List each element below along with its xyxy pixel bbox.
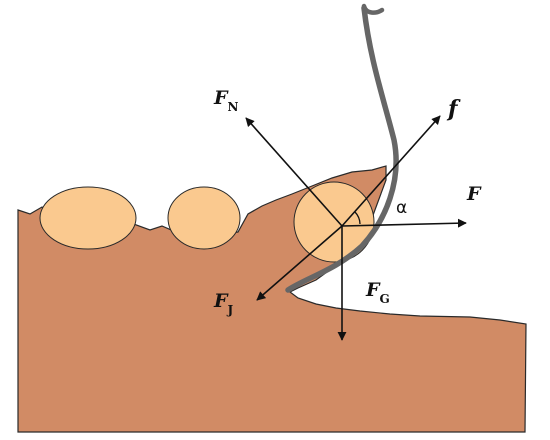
resultant-force-arrow [256, 225, 343, 301]
tine-top-hook [361, 3, 385, 15]
soil-grain-middle [167, 186, 241, 250]
horizontal-force-arrow [341, 218, 467, 228]
horizontal-force-label: F [466, 183, 482, 205]
gravity-force-label: FG [365, 279, 390, 306]
tine-shank [285, 5, 399, 293]
soil-grain-left [39, 186, 137, 250]
normal-force-label: FN [213, 87, 239, 114]
friction-force-arrow [341, 115, 441, 227]
angle-label: α [396, 198, 407, 218]
friction-force-label: f [446, 96, 461, 122]
resultant-force-label: FJ [213, 290, 234, 317]
angle-arc [354, 211, 361, 225]
normal-force-arrow [245, 117, 343, 227]
force-arrows [245, 115, 467, 341]
soil-grain-on-tine [293, 181, 375, 263]
